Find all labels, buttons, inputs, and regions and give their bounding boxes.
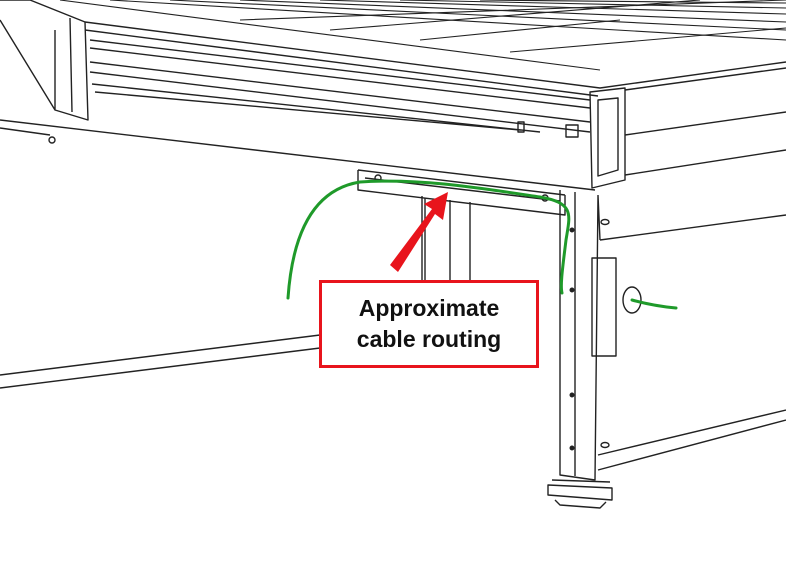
mounting-bracket — [357, 169, 566, 216]
table-front-edge — [84, 21, 786, 97]
callout-line-2: cable routing — [356, 326, 502, 352]
table-leg — [547, 190, 617, 509]
cable-route — [286, 179, 678, 310]
interior-supports — [421, 196, 471, 282]
right-side-panel — [597, 214, 786, 471]
callout-line-1: Approximate — [358, 295, 500, 321]
right-end-plate — [589, 87, 626, 189]
table-slats — [59, 0, 786, 71]
lower-frame — [0, 119, 596, 191]
callout-label: Approximate cable routing — [319, 280, 539, 368]
callout-arrow — [390, 192, 448, 272]
rails — [89, 39, 591, 138]
left-lower-rail — [0, 334, 321, 389]
cable-hole — [622, 286, 642, 314]
left-end-cap — [0, 0, 89, 121]
right-side-beam — [624, 67, 786, 176]
